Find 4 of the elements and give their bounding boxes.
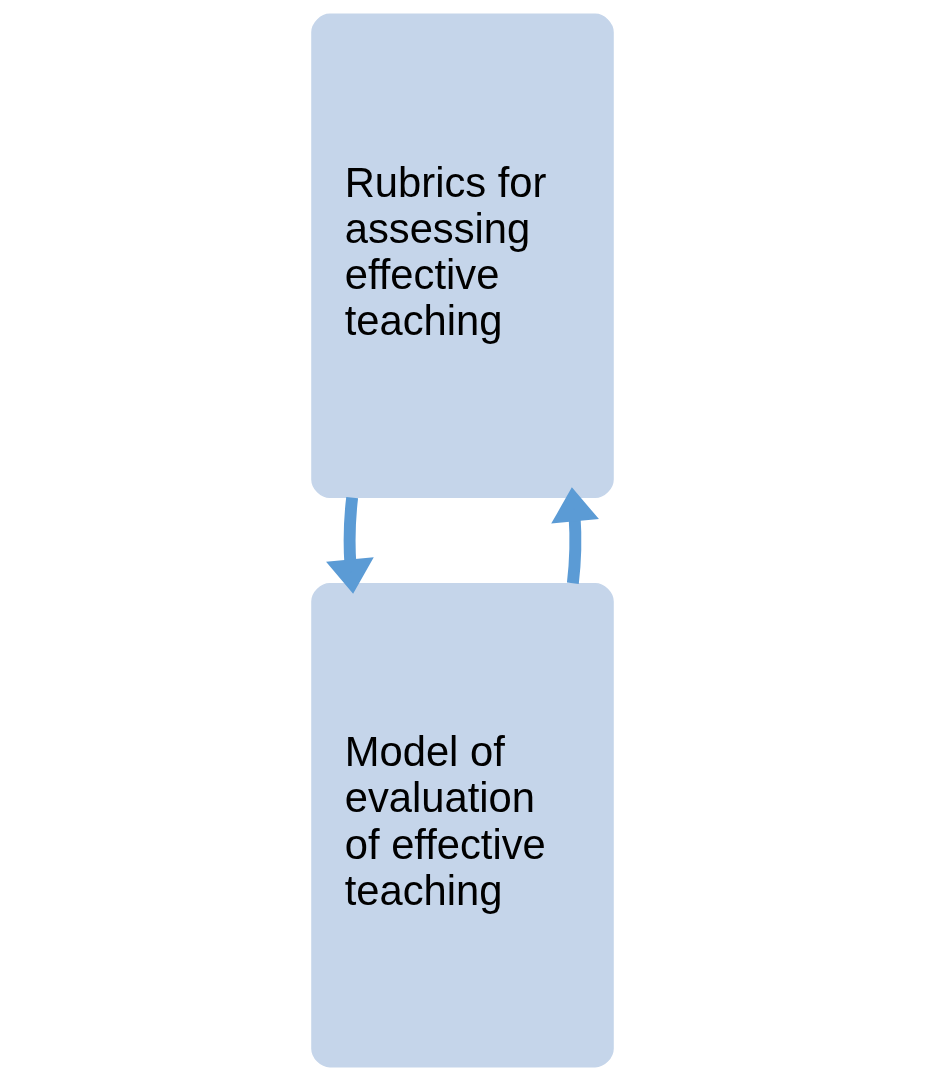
node-box: Rubrics for assessing effective teaching xyxy=(311,13,614,499)
arrow xyxy=(326,496,374,594)
node-box: Model of evaluation of effective teaching xyxy=(311,582,614,1068)
arrow xyxy=(551,487,599,584)
